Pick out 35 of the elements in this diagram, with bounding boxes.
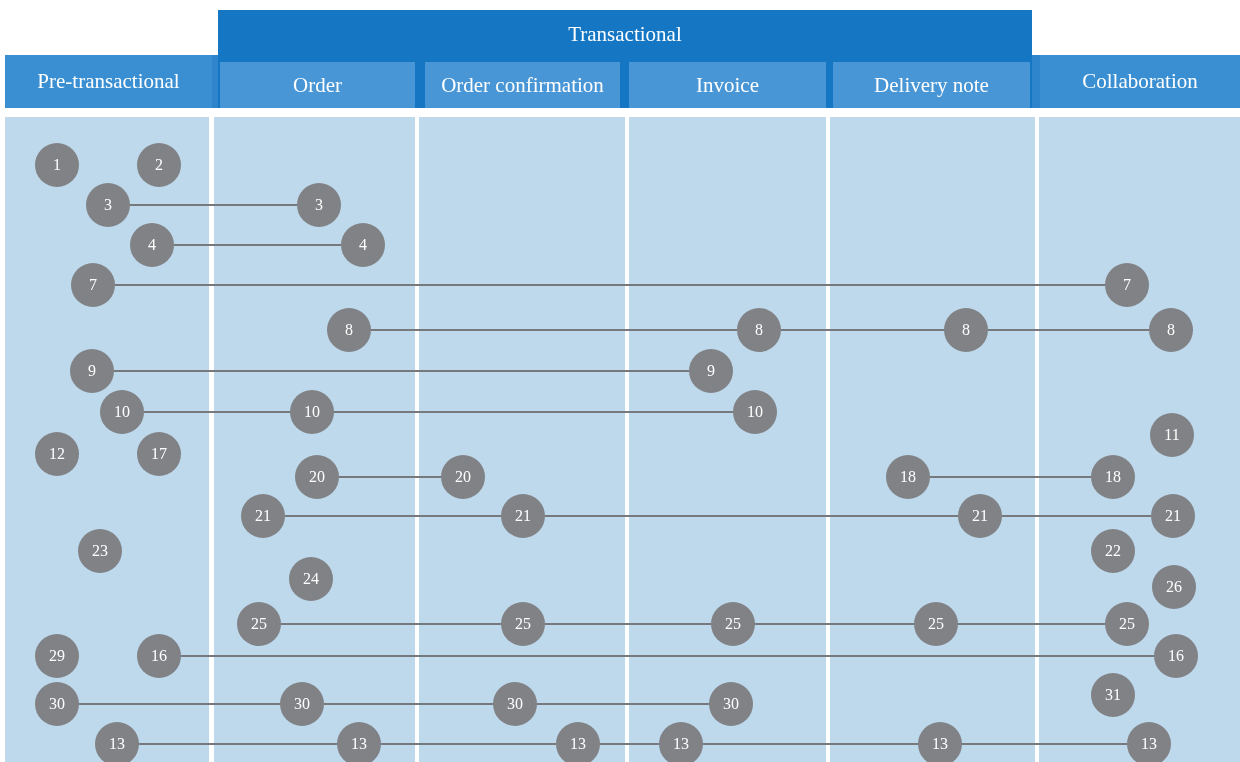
column-header: Order confirmation — [425, 62, 620, 108]
connector-line — [957, 623, 1106, 625]
connector-line — [370, 329, 738, 331]
connector-line — [929, 476, 1092, 478]
connector-line — [333, 411, 734, 413]
column-header: Order — [220, 62, 415, 108]
column-header: Collaboration — [1040, 55, 1240, 108]
connector-line — [280, 623, 502, 625]
connector-line — [173, 244, 342, 246]
connector-line — [114, 284, 1106, 286]
connector-line — [143, 411, 291, 413]
connector-line — [338, 476, 442, 478]
connector-line — [1001, 515, 1152, 517]
connector-line — [780, 329, 945, 331]
connector-line — [180, 655, 1155, 657]
connector-line — [702, 743, 919, 745]
connector-line — [754, 623, 915, 625]
connector-line — [138, 743, 338, 745]
connector-line — [323, 703, 494, 705]
connector-line — [544, 515, 959, 517]
column-header: Pre-transactional — [5, 55, 212, 108]
connector-line — [113, 370, 690, 372]
connector-line — [544, 623, 712, 625]
connector-line — [987, 329, 1150, 331]
connector-line — [129, 204, 298, 206]
connector-line — [961, 743, 1128, 745]
connector-line — [78, 703, 281, 705]
group-title: Transactional — [567, 22, 683, 47]
group-header-band — [218, 10, 1032, 108]
column-header: Delivery note — [833, 62, 1030, 108]
connector-line — [599, 743, 660, 745]
connector-line — [284, 515, 502, 517]
connector-line — [380, 743, 557, 745]
connector-line — [536, 703, 710, 705]
column-header: Invoice — [629, 62, 826, 108]
